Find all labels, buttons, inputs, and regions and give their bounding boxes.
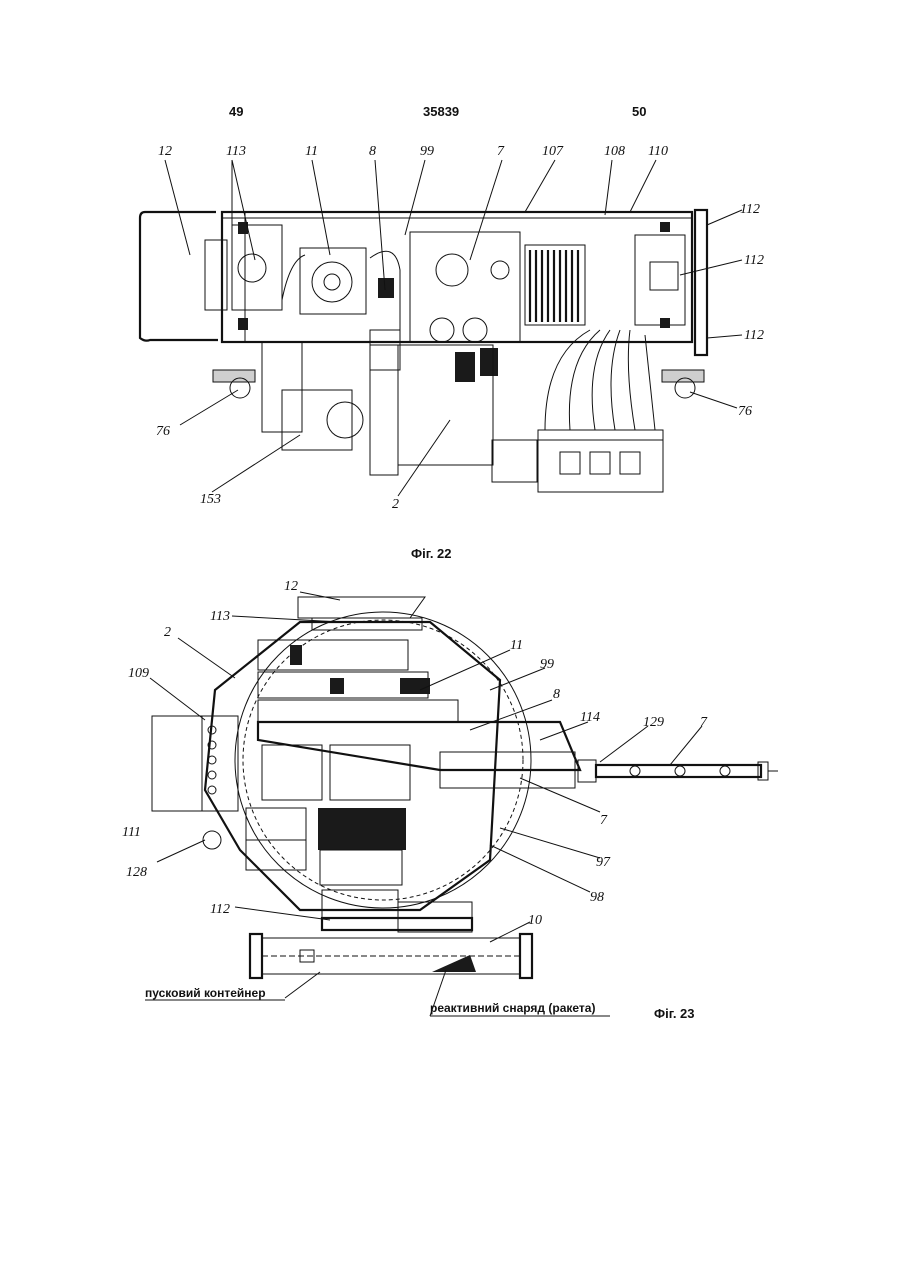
figure-22-caption: Фіг. 22 — [411, 546, 452, 561]
fig22-ref-112-c: 112 — [744, 328, 764, 343]
fig23-ref-2: 2 — [164, 625, 171, 640]
fig22-ref-112-a: 112 — [740, 202, 760, 217]
radiator-fins — [525, 245, 585, 325]
fig22-ref-108: 108 — [604, 144, 625, 159]
fig23-ref-109: 109 — [128, 666, 149, 681]
figure-22-mechanism — [140, 160, 742, 496]
fig22-ref-8: 8 — [369, 144, 376, 159]
fig23-ref-7-lower: 7 — [600, 813, 608, 828]
fig23-ref-12: 12 — [284, 579, 298, 594]
figure-23-caption: Фіг. 23 — [654, 1006, 695, 1021]
missile-label: реактивний снаряд (ракета) — [430, 1001, 595, 1015]
fig23-ref-113: 113 — [210, 609, 230, 624]
fig23-ref-10: 10 — [528, 913, 542, 928]
fig22-ref-112-b: 112 — [744, 253, 764, 268]
fig22-ref-76-left: 76 — [156, 424, 170, 439]
fig23-ref-8: 8 — [553, 687, 560, 702]
fig23-ref-111: 111 — [122, 825, 141, 840]
fig22-ref-107: 107 — [542, 144, 564, 159]
launch-container-label: пусковий контейнер — [145, 986, 266, 1000]
fig23-ref-99: 99 — [540, 657, 554, 672]
fig22-ref-7: 7 — [497, 144, 505, 159]
fig23-ref-128: 128 — [126, 865, 147, 880]
fig22-ref-99: 99 — [420, 144, 434, 159]
fig23-ref-98: 98 — [590, 890, 604, 905]
fig22-ref-113: 113 — [226, 144, 246, 159]
fig23-ref-129: 129 — [643, 715, 664, 730]
fig22-ref-76-right: 76 — [738, 404, 752, 419]
fig23-ref-11: 11 — [510, 638, 523, 653]
fig22-ref-110: 110 — [648, 144, 668, 159]
fig22-ref-153: 153 — [200, 492, 221, 507]
fig23-ref-97: 97 — [596, 855, 611, 870]
figure-23-mechanism — [145, 592, 778, 1016]
fig22-ref-12: 12 — [158, 144, 172, 159]
fig23-ref-114: 114 — [580, 710, 600, 725]
fig22-ref-11: 11 — [305, 144, 318, 159]
fig23-ref-112: 112 — [210, 902, 230, 917]
fig23-ref-7-top: 7 — [700, 715, 708, 730]
fig22-ref-2: 2 — [392, 497, 399, 512]
